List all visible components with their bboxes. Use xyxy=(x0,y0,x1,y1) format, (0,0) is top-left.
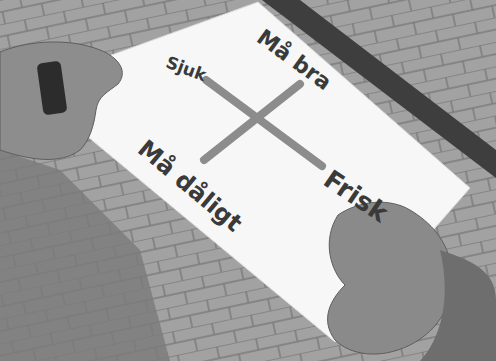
right-arm xyxy=(420,250,496,361)
left-hand xyxy=(0,42,122,160)
wrist-watch xyxy=(36,61,67,116)
axis-line xyxy=(204,84,300,160)
right-hand xyxy=(328,202,453,354)
axis-line xyxy=(206,80,322,166)
